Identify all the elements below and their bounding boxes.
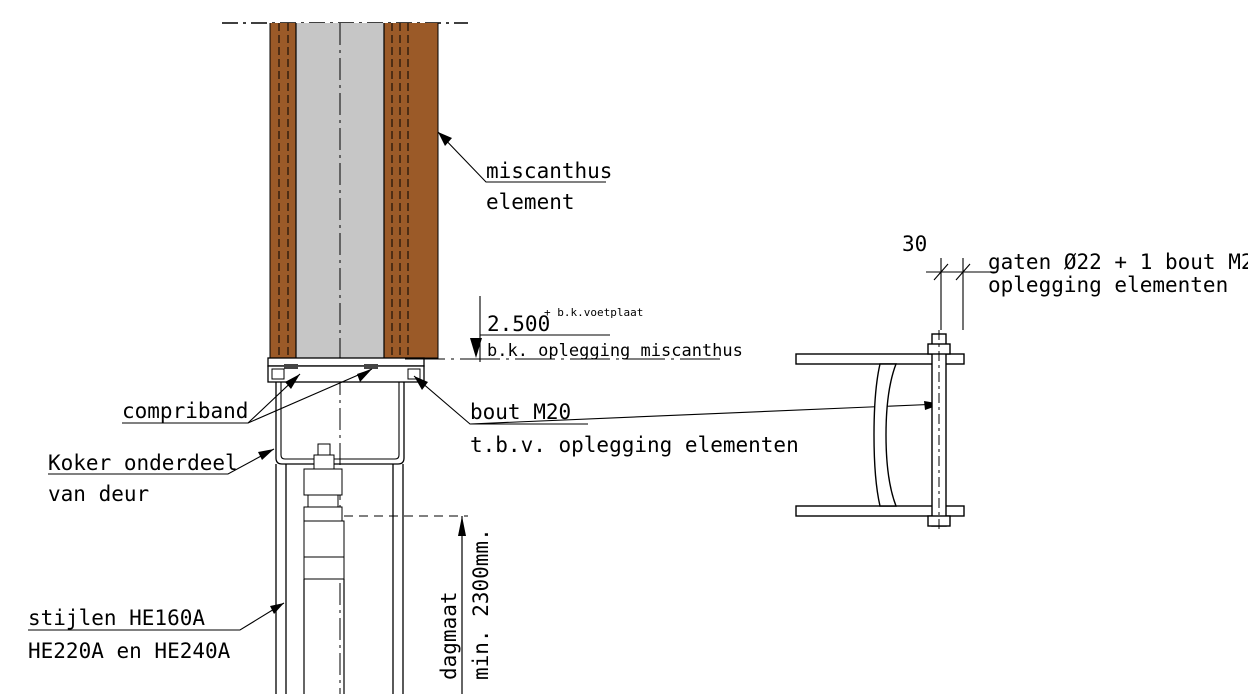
dagmaat-label: dagmaat [437, 591, 461, 680]
level-caption: b.k. oplegging miscanthus [487, 341, 743, 361]
gaten-label-2: oplegging elementen [988, 273, 1228, 297]
dim-30 [926, 258, 996, 330]
bout-label: bout M20 [470, 400, 571, 424]
plan-h-beam [795, 330, 965, 530]
stijlen-label: stijlen HE160A [28, 606, 205, 630]
wood-panel-right [384, 23, 438, 358]
level-superscript: + b.k.voetplaat [544, 306, 643, 319]
dagmaat-dimension [344, 515, 468, 694]
dim-30-label: 30 [902, 232, 927, 256]
koker-label-2: van deur [48, 482, 149, 506]
koker-box [275, 382, 405, 465]
level-value: 2.500 [487, 312, 550, 336]
columns [275, 464, 404, 694]
gaten-label: gaten Ø22 + 1 bout M20 [988, 250, 1248, 274]
koker-label: Koker onderdeel [48, 451, 238, 475]
door-hardware [303, 443, 345, 694]
compriband-label: compriband [122, 399, 248, 423]
bout-label-2: t.b.v. oplegging elementen [470, 433, 799, 457]
foot-plate [267, 357, 425, 383]
leaders [28, 131, 941, 631]
compriband-strip-right [364, 364, 378, 369]
stijlen-label-2: HE220A en HE240A [28, 639, 231, 663]
compriband-strip-left [284, 364, 298, 369]
wood-panel-left [270, 23, 296, 358]
miscanthus-label-2: element [486, 190, 575, 214]
dagmaat-label-2: min. 2300mm. [469, 528, 493, 680]
level-mark [405, 296, 720, 362]
miscanthus-label: miscanthus [486, 159, 612, 183]
